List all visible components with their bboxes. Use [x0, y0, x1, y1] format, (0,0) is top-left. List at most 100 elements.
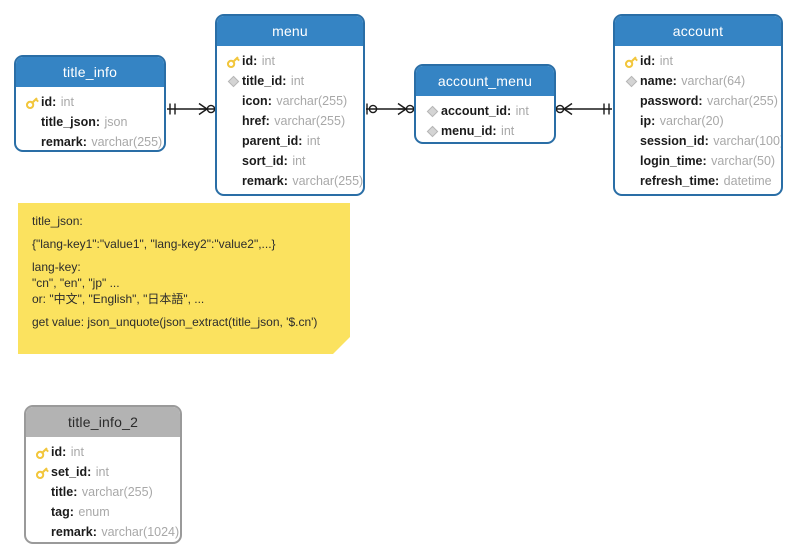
- field-icon-placeholder: [34, 504, 51, 521]
- primary-key-icon: [34, 464, 51, 481]
- note-line: get value: json_unquote(json_extract(tit…: [32, 315, 318, 329]
- field-type: varchar(50): [707, 154, 776, 168]
- field-name: id:: [41, 95, 57, 109]
- field-name: session_id:: [640, 134, 709, 148]
- field-type: int: [303, 134, 321, 148]
- field-icon-placeholder: [24, 114, 41, 131]
- field-type: int: [287, 74, 305, 88]
- entity-title-title_info_2: title_info_2: [26, 407, 180, 437]
- field-name: id:: [242, 54, 258, 68]
- note-line: {"lang-key1":"value1", "lang-key2":"valu…: [32, 237, 276, 251]
- field-row[interactable]: tag: enum: [26, 502, 180, 522]
- field-row[interactable]: sort_id: int: [217, 151, 363, 171]
- field-type: varchar(20): [656, 114, 724, 128]
- field-type: datetime: [720, 174, 772, 188]
- field-name: id:: [51, 445, 67, 459]
- field-row[interactable]: id: int: [217, 51, 363, 71]
- field-icon-placeholder: [623, 133, 640, 150]
- field-type: varchar(1024): [97, 525, 180, 539]
- field-icon-placeholder: [24, 134, 41, 151]
- field-type: varchar(64): [677, 74, 746, 88]
- field-row[interactable]: refresh_time: datetime: [615, 171, 781, 191]
- field-icon-placeholder: [623, 153, 640, 170]
- field-row[interactable]: password: varchar(255): [615, 91, 781, 111]
- field-type: int: [258, 54, 275, 68]
- field-row[interactable]: icon: varchar(255): [217, 91, 363, 111]
- field-row[interactable]: parent_id: int: [217, 131, 363, 151]
- field-row[interactable]: ip: varchar(20): [615, 111, 781, 131]
- entity-title-menu: menu: [217, 16, 363, 46]
- field-type: enum: [74, 505, 110, 519]
- relationship-menu-account_menu[interactable]: [365, 96, 414, 122]
- field-row[interactable]: login_time: varchar(50): [615, 151, 781, 171]
- field-row[interactable]: title_id: int: [217, 71, 363, 91]
- note-fold-corner-icon: [333, 337, 350, 354]
- field-row[interactable]: href: varchar(255): [217, 111, 363, 131]
- foreign-key-icon: [424, 123, 441, 140]
- field-type: varchar(255): [270, 114, 346, 128]
- field-type: int: [67, 445, 84, 459]
- field-row[interactable]: session_id: varchar(100): [615, 131, 781, 151]
- field-row[interactable]: title: varchar(255): [26, 482, 180, 502]
- field-type: varchar(255): [78, 485, 153, 499]
- field-name: login_time:: [640, 154, 707, 168]
- field-name: refresh_time:: [640, 174, 720, 188]
- field-name: parent_id:: [242, 134, 303, 148]
- field-name: title_id:: [242, 74, 287, 88]
- field-row[interactable]: set_id: int: [26, 462, 180, 482]
- field-name: sort_id:: [242, 154, 288, 168]
- relationship-account_menu-account[interactable]: [556, 96, 613, 122]
- field-type: varchar(100): [709, 134, 783, 148]
- field-row[interactable]: remark: varchar(255): [16, 132, 164, 151]
- field-name: remark:: [51, 525, 97, 539]
- field-icon-placeholder: [225, 133, 242, 150]
- primary-key-icon: [225, 53, 242, 70]
- note-line: title_json:: [32, 214, 83, 228]
- primary-key-icon: [24, 94, 41, 111]
- field-row[interactable]: title_json: json: [16, 112, 164, 132]
- field-row[interactable]: account_id: int: [416, 101, 554, 121]
- field-row[interactable]: remark: varchar(1024): [26, 522, 180, 542]
- field-row[interactable]: id: int: [16, 92, 164, 112]
- note-line: lang-key:: [32, 260, 81, 274]
- field-icon-placeholder: [225, 113, 242, 130]
- field-row[interactable]: id: int: [26, 442, 180, 462]
- field-name: title_json:: [41, 115, 101, 129]
- note-line: or: "中文", "English", "日本語", ...: [32, 292, 205, 306]
- field-name: href:: [242, 114, 270, 128]
- field-name: password:: [640, 94, 703, 108]
- field-icon-placeholder: [225, 153, 242, 170]
- foreign-key-icon: [623, 73, 640, 90]
- field-name: menu_id:: [441, 124, 497, 138]
- note-line: "cn", "en", "jp" ...: [32, 276, 120, 290]
- field-row[interactable]: id: int: [615, 51, 781, 71]
- field-type: int: [497, 124, 515, 138]
- field-row[interactable]: remark: varchar(255): [217, 171, 363, 191]
- field-row[interactable]: name: varchar(64): [615, 71, 781, 91]
- relationship-title_info-menu[interactable]: [166, 96, 215, 122]
- field-icon-placeholder: [623, 93, 640, 110]
- field-icon-placeholder: [623, 113, 640, 130]
- field-name: remark:: [41, 135, 87, 149]
- field-type: varchar(255): [288, 174, 364, 188]
- foreign-key-icon: [424, 103, 441, 120]
- field-icon-placeholder: [34, 484, 51, 501]
- field-name: icon:: [242, 94, 272, 108]
- field-name: remark:: [242, 174, 288, 188]
- note-title-json[interactable]: title_json: {"lang-key1":"value1", "lang-…: [18, 203, 350, 354]
- field-icon-placeholder: [623, 173, 640, 190]
- field-type: varchar(255): [703, 94, 778, 108]
- primary-key-icon: [623, 53, 640, 70]
- field-row[interactable]: menu_id: int: [416, 121, 554, 141]
